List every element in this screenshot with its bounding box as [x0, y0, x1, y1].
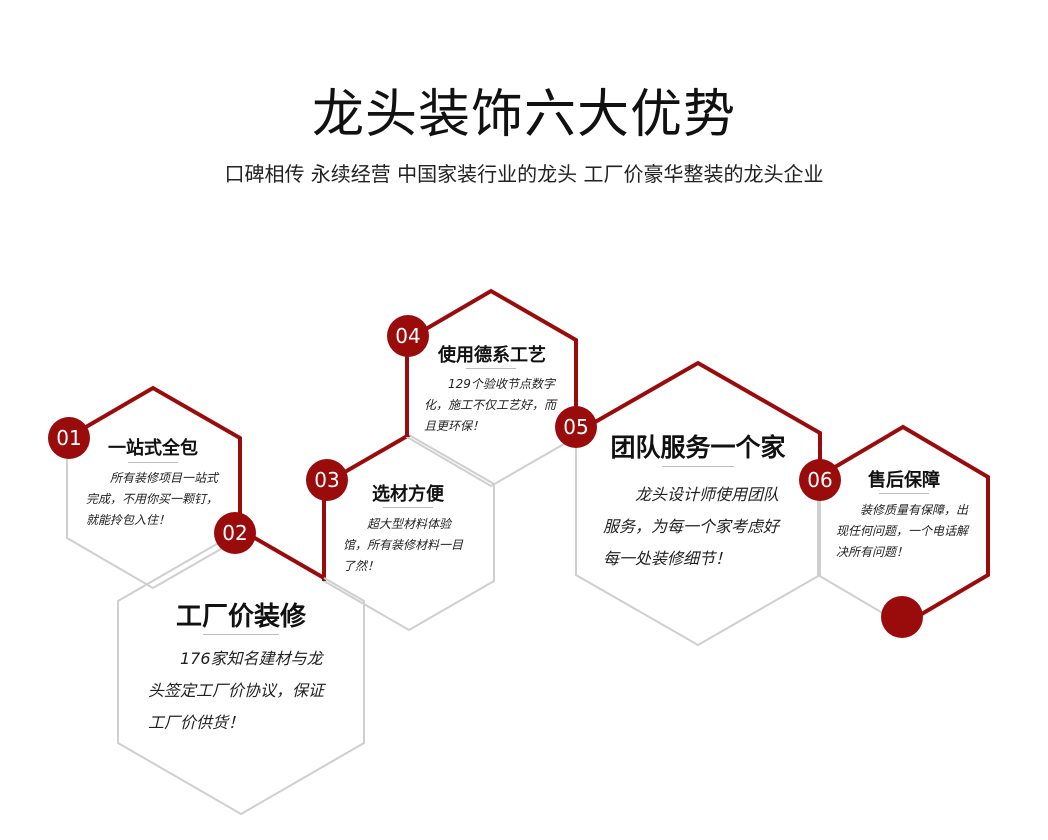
hexagon-outline-02: [117, 528, 365, 816]
hexagon-accent-06: [816, 424, 990, 627]
step-badge-02: 02: [214, 512, 256, 554]
page-title: 龙头装饰六大优势: [311, 85, 736, 145]
item-title-03: 选材方便: [372, 484, 444, 505]
item-title-02: 工厂价装修: [175, 602, 306, 632]
item-desc-03: 超大型材料体验馆，所有装修材料一目了然！: [343, 517, 464, 573]
item-title-05: 团队服务一个家: [610, 433, 786, 462]
item-desc-02: 176家知名建材与龙头签定工厂价协议，保证工厂价供货！: [148, 649, 325, 732]
hexagon-accent-04: [405, 288, 578, 437]
item-divider-06: [879, 493, 929, 494]
item-divider-03: [383, 507, 433, 508]
step-badge-04: 04: [387, 315, 429, 357]
step-badge-01: 01: [48, 417, 90, 459]
item-divider-02: [203, 634, 279, 635]
item-divider-05: [662, 466, 734, 467]
step-badge-05: 05: [555, 406, 597, 448]
hexagon-accent-01: [65, 385, 242, 538]
item-title-01: 一站式全包: [108, 438, 198, 459]
step-badge-03: 03: [306, 459, 348, 501]
item-desc-01: 所有装修项目一站式完成，不用你买一颗钉，就能拎包入住！: [86, 471, 219, 527]
item-desc-06: 装修质量有保障，出现任何问题，一个电话解决所有问题！: [836, 503, 969, 559]
item-divider-01: [128, 462, 178, 463]
item-desc-05: 龙头设计师使用团队服务，为每一个家考虑好每一处装修细节！: [603, 485, 780, 568]
item-title-06: 售后保障: [868, 470, 940, 491]
item-divider-04: [466, 368, 516, 369]
end-dot: [881, 596, 923, 638]
item-desc-04: 129个验收节点数字化，施工不仅工艺好，而且更环保！: [424, 377, 557, 433]
hexagon-accent-05: [575, 360, 822, 480]
step-badge-06: 06: [799, 459, 841, 501]
item-title-04: 使用德系工艺: [438, 345, 546, 366]
page-subtitle: 口碑相传 永续经营 中国家装行业的龙头 工厂价豪华整装的龙头企业: [224, 162, 824, 186]
